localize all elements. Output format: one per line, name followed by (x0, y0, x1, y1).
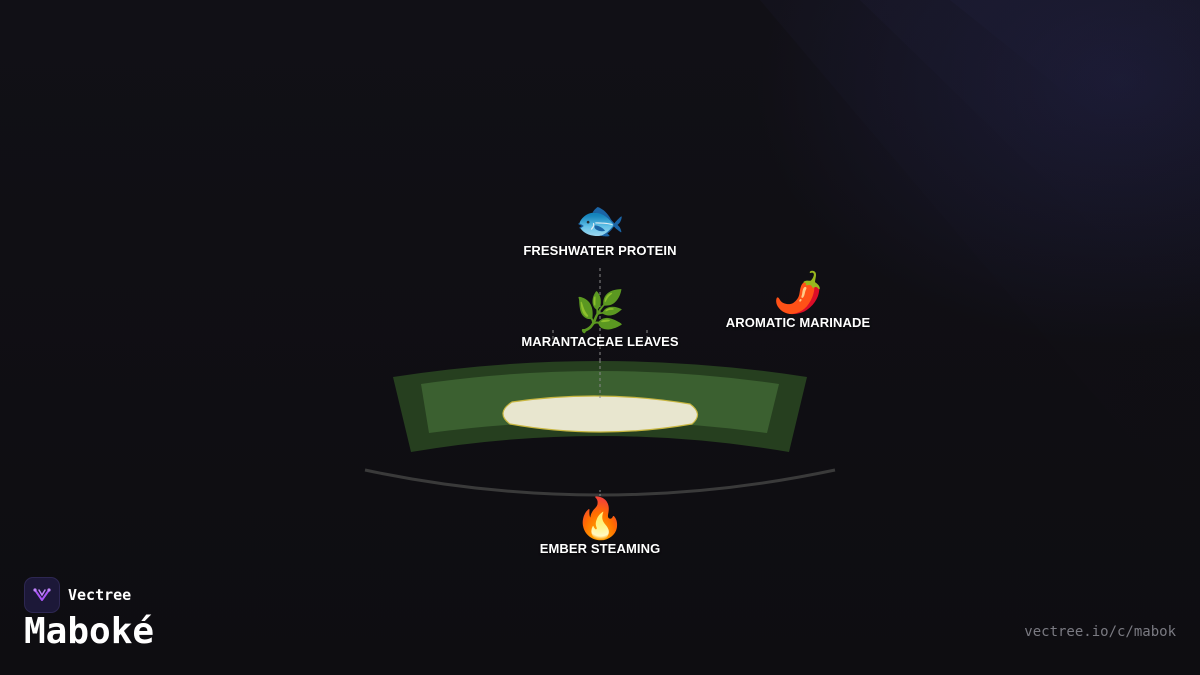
brand-name: Vectree (68, 586, 132, 604)
node-ember-steaming: 🔥 EMBER STEAMING (540, 497, 661, 556)
node-label: AROMATIC MARINADE (725, 315, 871, 330)
fish-icon: 🐟 (575, 198, 625, 244)
node-label: FRESHWATER PROTEIN (523, 243, 677, 258)
fire-icon: 🔥 (575, 496, 625, 542)
brand[interactable]: Vectree (24, 577, 131, 613)
filling-parcel (502, 395, 699, 433)
node-freshwater-protein: 🐟 FRESHWATER PROTEIN (523, 199, 676, 258)
vectree-logo-icon (24, 577, 60, 613)
node-marantaceae-leaves: 🌿 MARANTACEAE LEAVES (521, 290, 678, 349)
chili-pepper-icon: 🌶️ (773, 270, 823, 316)
page-title: Maboké (24, 611, 155, 652)
source-url[interactable]: vectree.io/c/mabok (1024, 624, 1176, 640)
node-label: EMBER STEAMING (539, 541, 661, 556)
herb-icon: 🌿 (575, 289, 625, 335)
node-label: MARANTACEAE LEAVES (521, 334, 679, 349)
node-aromatic-marinade: 🌶️ AROMATIC MARINADE (726, 271, 870, 330)
